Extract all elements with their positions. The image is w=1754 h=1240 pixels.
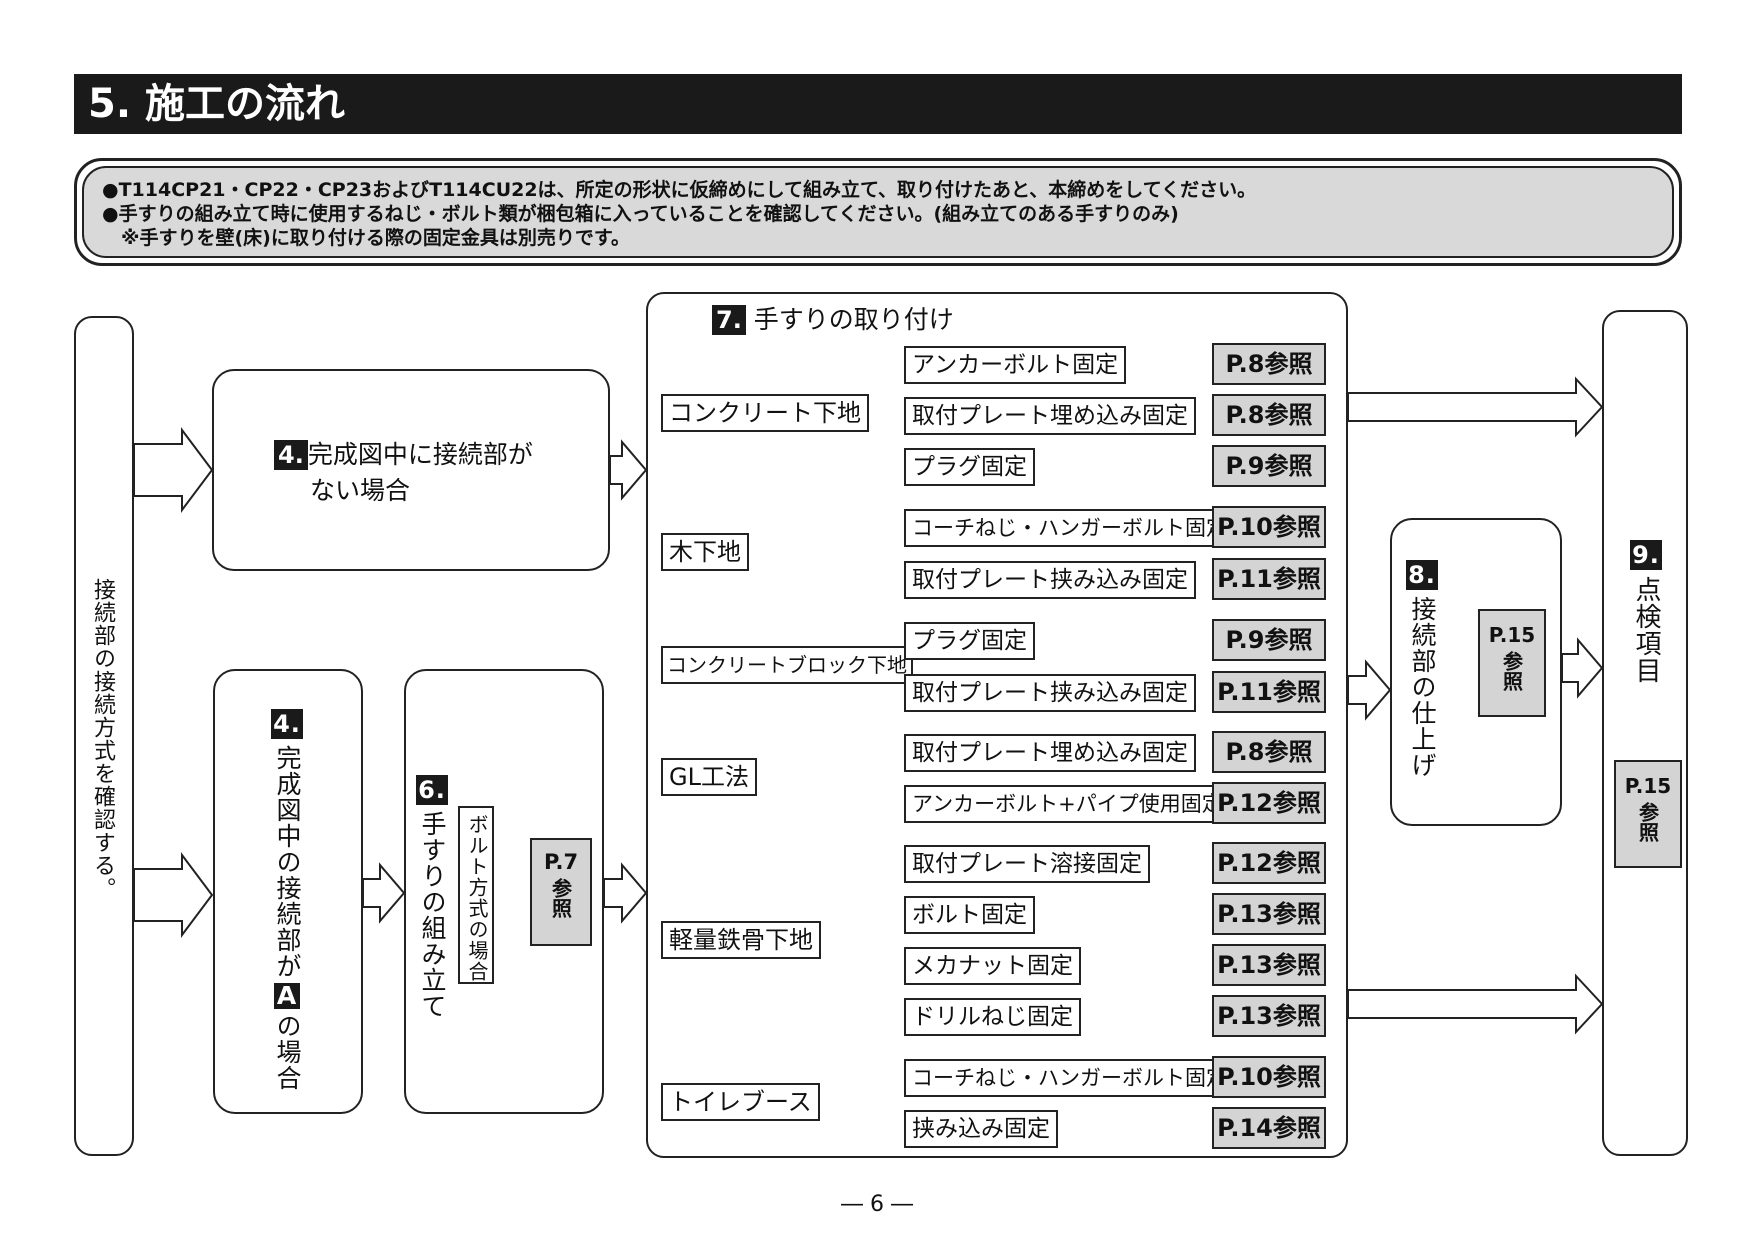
step9-ref-page: P.15: [1624, 774, 1672, 798]
step6-ref-page: P.7: [543, 850, 579, 874]
start-box: 接続部の接続方式を確認する。: [74, 316, 134, 1156]
arrow-step4b-to-step6: [362, 862, 406, 924]
ref-drill-screw: P.13参照: [1212, 995, 1326, 1037]
step4-no-joint-box: 4.完成図中に接続部が ない場合: [212, 369, 610, 571]
ref-plug: P.9参照: [1212, 445, 1326, 487]
substrate-wood: 木下地: [661, 533, 749, 571]
step4-no-joint-text: 4.完成図中に接続部が ない場合: [274, 437, 533, 509]
ref-mechanut: P.13参照: [1212, 944, 1326, 986]
step4b-number: 4.: [271, 709, 303, 739]
method-anchor-bolt: アンカーボルト固定: [904, 346, 1127, 384]
ref-anchor-bolt: P.8参照: [1212, 343, 1326, 385]
step7-heading: 7. 手すりの取り付け: [712, 304, 954, 336]
step9-label: 点検項目: [1631, 576, 1661, 684]
method-block-plate-clamp: 取付プレート挟み込み固定: [904, 674, 1196, 712]
ref-plate-embed: P.8参照: [1212, 394, 1326, 436]
arrow-start-to-step4a: [133, 427, 214, 513]
step9-inspection-box: 9. 点検項目 P.15 参照: [1602, 310, 1688, 1156]
ref-plate-weld: P.12参照: [1212, 842, 1326, 884]
arrow-step6-to-step7: [603, 862, 648, 924]
joint-a-badge: A: [274, 983, 300, 1009]
arrow-step8-to-step9: [1561, 637, 1604, 699]
ref-anchor-pipe: P.12参照: [1212, 782, 1326, 824]
method-booth-coach-screw: コーチねじ・ハンガーボルト固定: [904, 1059, 1235, 1097]
substrate-gl: GL工法: [661, 758, 757, 796]
step6-ref-word: 参照: [548, 878, 573, 918]
step6-text: 6. 手すりの組み立て: [416, 775, 448, 1019]
step6-ref-box: P.7 参照: [530, 838, 592, 946]
ref-plate-clamp: P.11参照: [1212, 558, 1326, 600]
method-anchor-pipe: アンカーボルト+パイプ使用固定: [904, 785, 1231, 823]
ref-coach-screw: P.10参照: [1212, 506, 1326, 548]
step8-label: 接続部の仕上げ: [1408, 596, 1437, 778]
step8-number: 8.: [1406, 560, 1438, 590]
page-number: ― 6 ―: [841, 1192, 913, 1217]
method-bolt: ボルト固定: [904, 896, 1035, 934]
step7-number: 7.: [712, 305, 746, 335]
step4-number: 4.: [274, 440, 308, 470]
step6-bolt-note: ボルト方式の場合: [458, 806, 494, 984]
method-plate-weld: 取付プレート溶接固定: [904, 845, 1150, 883]
method-drill-screw: ドリルねじ固定: [904, 998, 1081, 1036]
ref-bolt: P.13参照: [1212, 893, 1326, 935]
arrow-step7-top-to-step9: [1347, 376, 1604, 438]
step9-number: 9.: [1630, 540, 1662, 570]
ref-gl-plate-embed: P.8参照: [1212, 731, 1326, 773]
ref-block-plate-clamp: P.11参照: [1212, 671, 1326, 713]
substrate-toilet-booth: トイレブース: [661, 1083, 820, 1121]
step9-ref-box: P.15 参照: [1614, 760, 1682, 868]
method-mechanut: メカナット固定: [904, 947, 1081, 985]
method-plug: プラグ固定: [904, 448, 1035, 486]
step9-text: 9. 点検項目: [1630, 540, 1662, 684]
method-gl-plate-embed: 取付プレート埋め込み固定: [904, 734, 1196, 772]
notice-box: ●T114CP21・CP22・CP23およびT114CU22は、所定の形状に仮締…: [74, 158, 1682, 266]
notice-line-3: ※手すりを壁(床)に取り付ける際の固定金具は別売りです。: [102, 227, 630, 249]
method-block-plug: プラグ固定: [904, 622, 1035, 660]
step4-line1: 完成図中に接続部が: [307, 440, 533, 469]
ref-block-plug: P.9参照: [1212, 619, 1326, 661]
step8-text: 8. 接続部の仕上げ: [1406, 560, 1438, 778]
step8-ref-page: P.15: [1488, 623, 1536, 647]
step4-line2: ない場合: [310, 476, 411, 505]
step6-assembly-box: 6. 手すりの組み立て ボルト方式の場合 P.7 参照: [404, 669, 604, 1114]
start-label: 接続部の接続方式を確認する。: [90, 578, 115, 900]
step4-joint-a-box: 4. 完成図中の接続部が A の場合: [213, 669, 363, 1114]
step6-label: 手すりの組み立て: [418, 811, 447, 1019]
step8-ref-word: 参照: [1499, 651, 1524, 691]
notice-line-1: ●T114CP21・CP22・CP23およびT114CU22は、所定の形状に仮締…: [102, 179, 1257, 201]
method-booth-clamp: 挟み込み固定: [904, 1110, 1058, 1148]
notice-line-2: ●手すりの組み立て時に使用するねじ・ボルト類が梱包箱に入っていることを確認してく…: [102, 203, 1179, 225]
method-coach-screw: コーチねじ・ハンガーボルト固定: [904, 509, 1235, 547]
step9-ref-word: 参照: [1635, 802, 1660, 842]
step4b-label-post: の場合: [273, 1013, 302, 1091]
notice-content: ●T114CP21・CP22・CP23およびT114CU22は、所定の形状に仮締…: [82, 166, 1674, 258]
page-title: 5. 施工の流れ: [74, 74, 1682, 134]
ref-booth-clamp: P.14参照: [1212, 1107, 1326, 1149]
method-plate-embed: 取付プレート埋め込み固定: [904, 397, 1196, 435]
substrate-light-steel: 軽量鉄骨下地: [661, 921, 821, 959]
step8-ref-box: P.15 参照: [1478, 609, 1546, 717]
step8-finish-box: 8. 接続部の仕上げ P.15 参照: [1390, 518, 1562, 826]
step4b-label-pre: 完成図中の接続部が: [273, 745, 302, 979]
arrow-start-to-step4b: [133, 852, 214, 938]
arrow-step7-to-step8: [1347, 659, 1392, 721]
step4-joint-a-text: 4. 完成図中の接続部が A の場合: [271, 709, 303, 1091]
method-plate-clamp: 取付プレート挟み込み固定: [904, 561, 1196, 599]
step6-number: 6.: [416, 775, 448, 805]
arrow-step7-bottom-to-step9: [1347, 973, 1604, 1035]
step7-title: 手すりの取り付け: [753, 305, 954, 334]
arrow-step4a-to-step7: [609, 439, 648, 501]
ref-booth-coach-screw: P.10参照: [1212, 1056, 1326, 1098]
substrate-block: コンクリートブロック下地: [661, 646, 913, 684]
substrate-concrete: コンクリート下地: [661, 394, 869, 432]
